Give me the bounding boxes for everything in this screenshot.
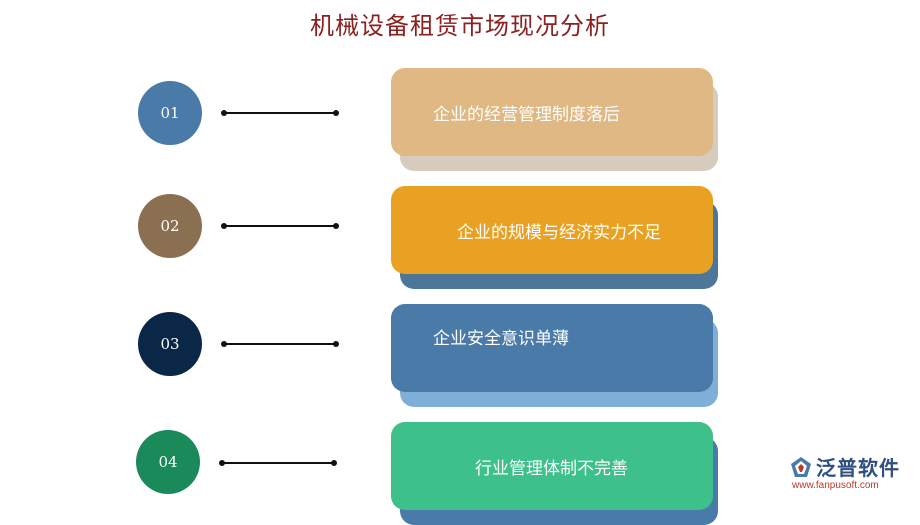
card: 行业管理体制不完善 — [391, 422, 713, 510]
card-text: 企业的经营管理制度落后 — [433, 104, 620, 125]
page-title: 机械设备租赁市场现况分析 — [310, 12, 610, 40]
list-item: 04 行业管理体制不完善 — [0, 422, 920, 525]
number-circle: 04 — [136, 430, 200, 494]
card-text: 企业的规模与经济实力不足 — [457, 222, 661, 243]
watermark: 泛普软件 www.fanpusoft.com — [788, 452, 918, 498]
card: 企业安全意识单薄 — [391, 304, 713, 392]
card: 企业的规模与经济实力不足 — [391, 186, 713, 274]
connector-line — [219, 460, 337, 466]
list-item: 01 企业的经营管理制度落后 — [0, 68, 920, 171]
number-circle: 01 — [138, 81, 202, 145]
connector-line — [221, 110, 339, 116]
number-circle: 02 — [138, 194, 202, 258]
list-item: 02 企业的规模与经济实力不足 — [0, 186, 920, 289]
card-text: 企业安全意识单薄 — [433, 329, 569, 349]
brand-logo-icon — [791, 457, 811, 477]
card-text: 行业管理体制不完善 — [475, 458, 628, 479]
watermark-url: www.fanpusoft.com — [792, 480, 879, 491]
card: 企业的经营管理制度落后 — [391, 68, 713, 156]
list-item: 03 企业安全意识单薄 — [0, 304, 920, 407]
connector-line — [221, 341, 339, 347]
watermark-brand: 泛普软件 — [816, 456, 900, 480]
connector-line — [221, 223, 339, 229]
number-circle: 03 — [138, 312, 202, 376]
